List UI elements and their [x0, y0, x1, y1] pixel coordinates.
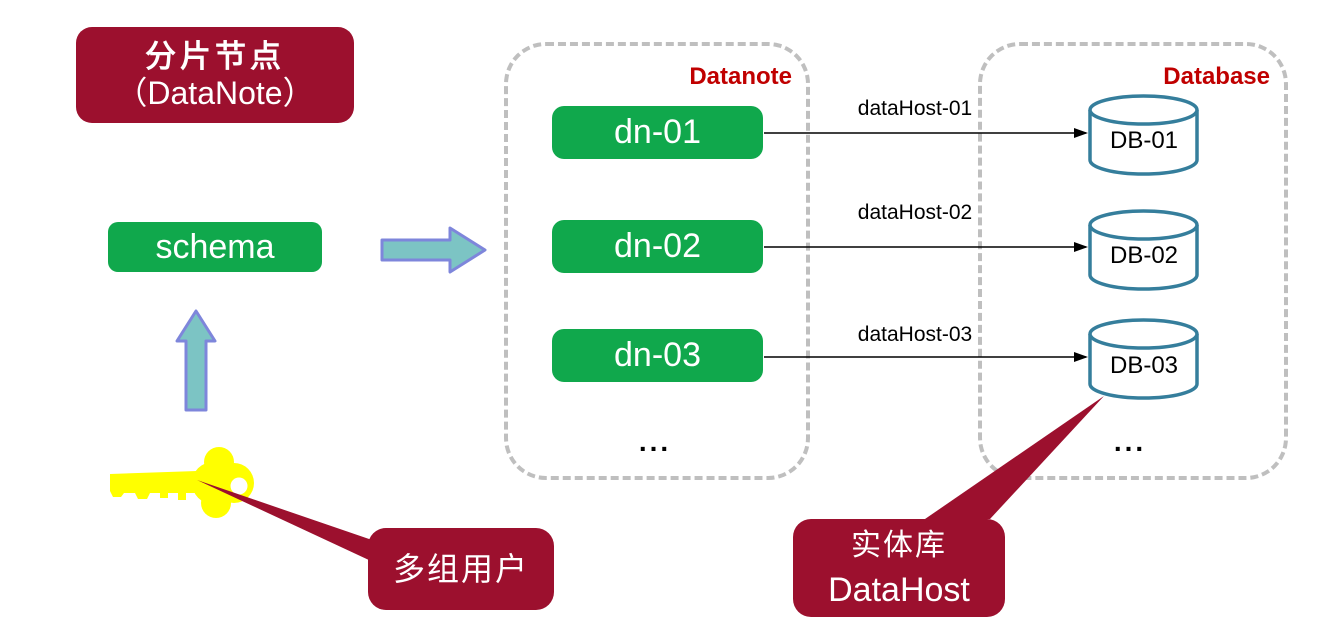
- database-group-container: Database: [978, 42, 1288, 480]
- database-cylinder-icon: [1088, 209, 1199, 291]
- datahost-callout: 实体库 DataHost: [793, 519, 1005, 617]
- arrow-up-icon: [175, 309, 217, 412]
- users-callout-tail: [197, 480, 384, 567]
- db-label-01: DB-01: [1109, 127, 1179, 154]
- key-icon: [110, 447, 254, 518]
- datahost-callout-line-en: DataHost: [828, 571, 970, 609]
- datahost-callout-line-cn: 实体库: [851, 528, 947, 563]
- datahost-callout-tail: [925, 396, 1104, 519]
- datanote-group-container: Datanote: [504, 42, 810, 480]
- database-cylinder-icon: [1088, 94, 1199, 176]
- db-label-03: DB-03: [1109, 352, 1179, 379]
- key-hole: [230, 477, 248, 495]
- dn-node-01: dn-01: [552, 106, 763, 159]
- database-group-label: Database: [1163, 63, 1270, 90]
- title-box: 分片节点 （DataNote）: [76, 27, 354, 123]
- db-label-02: DB-02: [1109, 242, 1179, 269]
- connector-label-datahost-02: dataHost-02: [857, 201, 973, 224]
- datanote-ellipsis: ...: [638, 426, 672, 457]
- datanote-group-label: Datanote: [689, 63, 792, 90]
- schema-node: schema: [108, 222, 322, 272]
- database-ellipsis: ...: [1113, 426, 1147, 457]
- title-line-en: （DataNote）: [115, 75, 315, 111]
- title-line-cn: 分片节点: [145, 39, 285, 74]
- database-cylinder-icon: [1088, 318, 1199, 400]
- connector-label-datahost-03: dataHost-03: [857, 323, 973, 346]
- connector-label-datahost-01: dataHost-01: [857, 97, 973, 120]
- arrow-right-icon: [380, 226, 487, 274]
- dn-node-03: dn-03: [552, 329, 763, 382]
- users-callout: 多组用户: [368, 528, 554, 610]
- dn-node-02: dn-02: [552, 220, 763, 273]
